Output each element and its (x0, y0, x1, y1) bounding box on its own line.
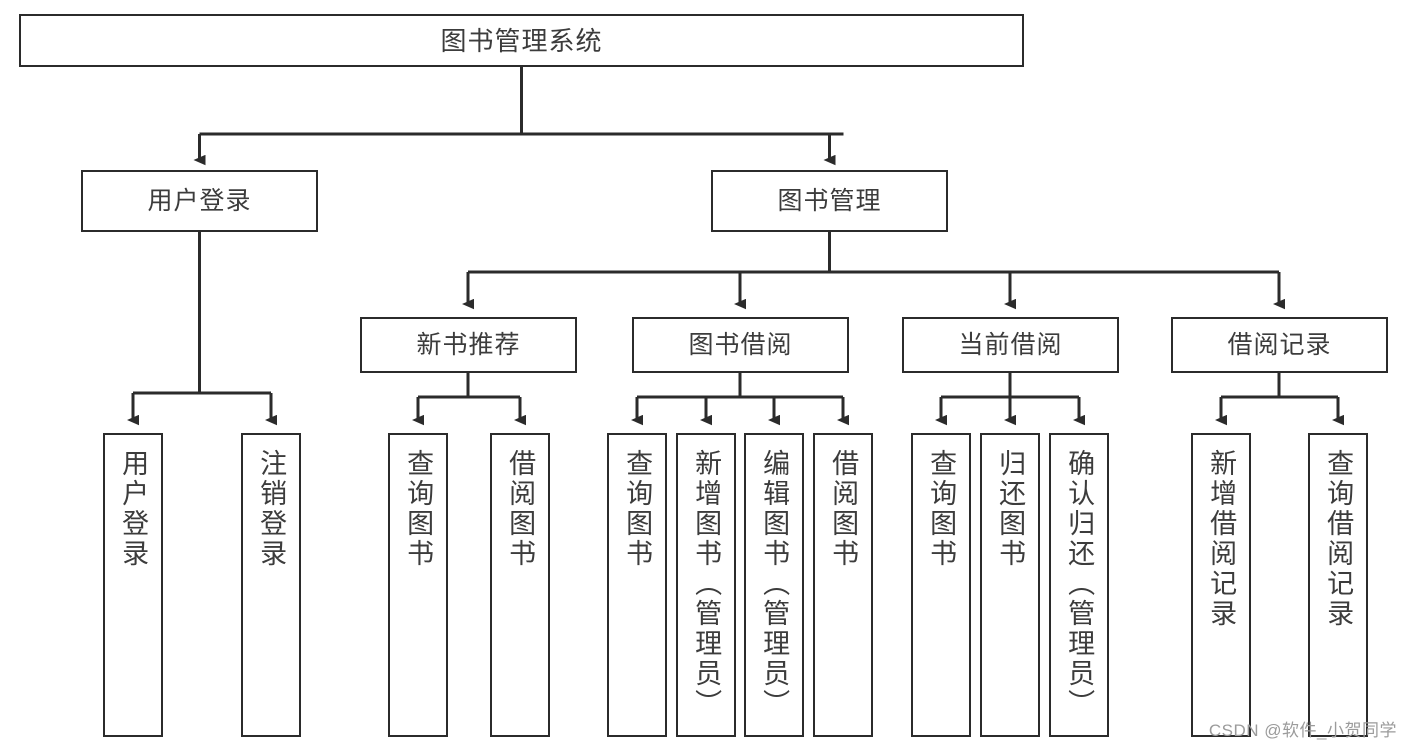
node-borrow-record[interactable]: 借阅记录 (1171, 317, 1388, 373)
node-label: 新书推荐 (416, 330, 521, 359)
node-label: 图书管理 (777, 186, 882, 215)
node-label: 归还图书 (995, 449, 1026, 569)
node-label: 用户登录 (118, 449, 149, 569)
leaf-edit-book-admin[interactable]: 编辑图书（管理员） (744, 433, 804, 737)
node-user-login[interactable]: 用户登录 (81, 170, 318, 232)
node-label: 查询图书 (926, 449, 957, 569)
node-label: 新增借阅记录 (1206, 449, 1237, 629)
node-label: 借阅记录 (1227, 330, 1332, 359)
node-book-management-system[interactable]: 图书管理系统 (19, 14, 1024, 67)
node-book-management[interactable]: 图书管理 (711, 170, 948, 232)
node-label: 图书借阅 (688, 330, 793, 359)
node-label: 注销登录 (256, 449, 287, 569)
leaf-query-book-recommend[interactable]: 查询图书 (388, 433, 448, 737)
node-label: 用户登录 (147, 186, 252, 215)
leaf-query-book-borrow[interactable]: 查询图书 (607, 433, 667, 737)
node-label: 查询图书 (403, 449, 434, 569)
leaf-add-borrow-record[interactable]: 新增借阅记录 (1191, 433, 1251, 737)
leaf-borrow-book-recommend[interactable]: 借阅图书 (490, 433, 550, 737)
node-label: 新增图书（管理员） (691, 449, 722, 719)
node-label: 确认归还（管理员） (1064, 449, 1095, 719)
leaf-confirm-return-admin[interactable]: 确认归还（管理员） (1049, 433, 1109, 737)
leaf-query-borrow-record[interactable]: 查询借阅记录 (1308, 433, 1368, 737)
node-label: 查询图书 (622, 449, 653, 569)
node-label: 借阅图书 (828, 449, 859, 569)
node-label: 图书管理系统 (440, 25, 603, 56)
leaf-add-book-admin[interactable]: 新增图书（管理员） (676, 433, 736, 737)
leaf-user-login[interactable]: 用户登录 (103, 433, 163, 737)
leaf-logout[interactable]: 注销登录 (241, 433, 301, 737)
node-label: 编辑图书（管理员） (759, 449, 790, 719)
leaf-borrow-book[interactable]: 借阅图书 (813, 433, 873, 737)
node-label: 当前借阅 (958, 330, 1063, 359)
node-label: 借阅图书 (505, 449, 536, 569)
node-label: 查询借阅记录 (1323, 449, 1354, 629)
node-book-borrow[interactable]: 图书借阅 (632, 317, 849, 373)
leaf-query-book-current[interactable]: 查询图书 (911, 433, 971, 737)
node-current-borrow[interactable]: 当前借阅 (902, 317, 1119, 373)
leaf-return-book[interactable]: 归还图书 (980, 433, 1040, 737)
node-new-book-recommend[interactable]: 新书推荐 (360, 317, 577, 373)
